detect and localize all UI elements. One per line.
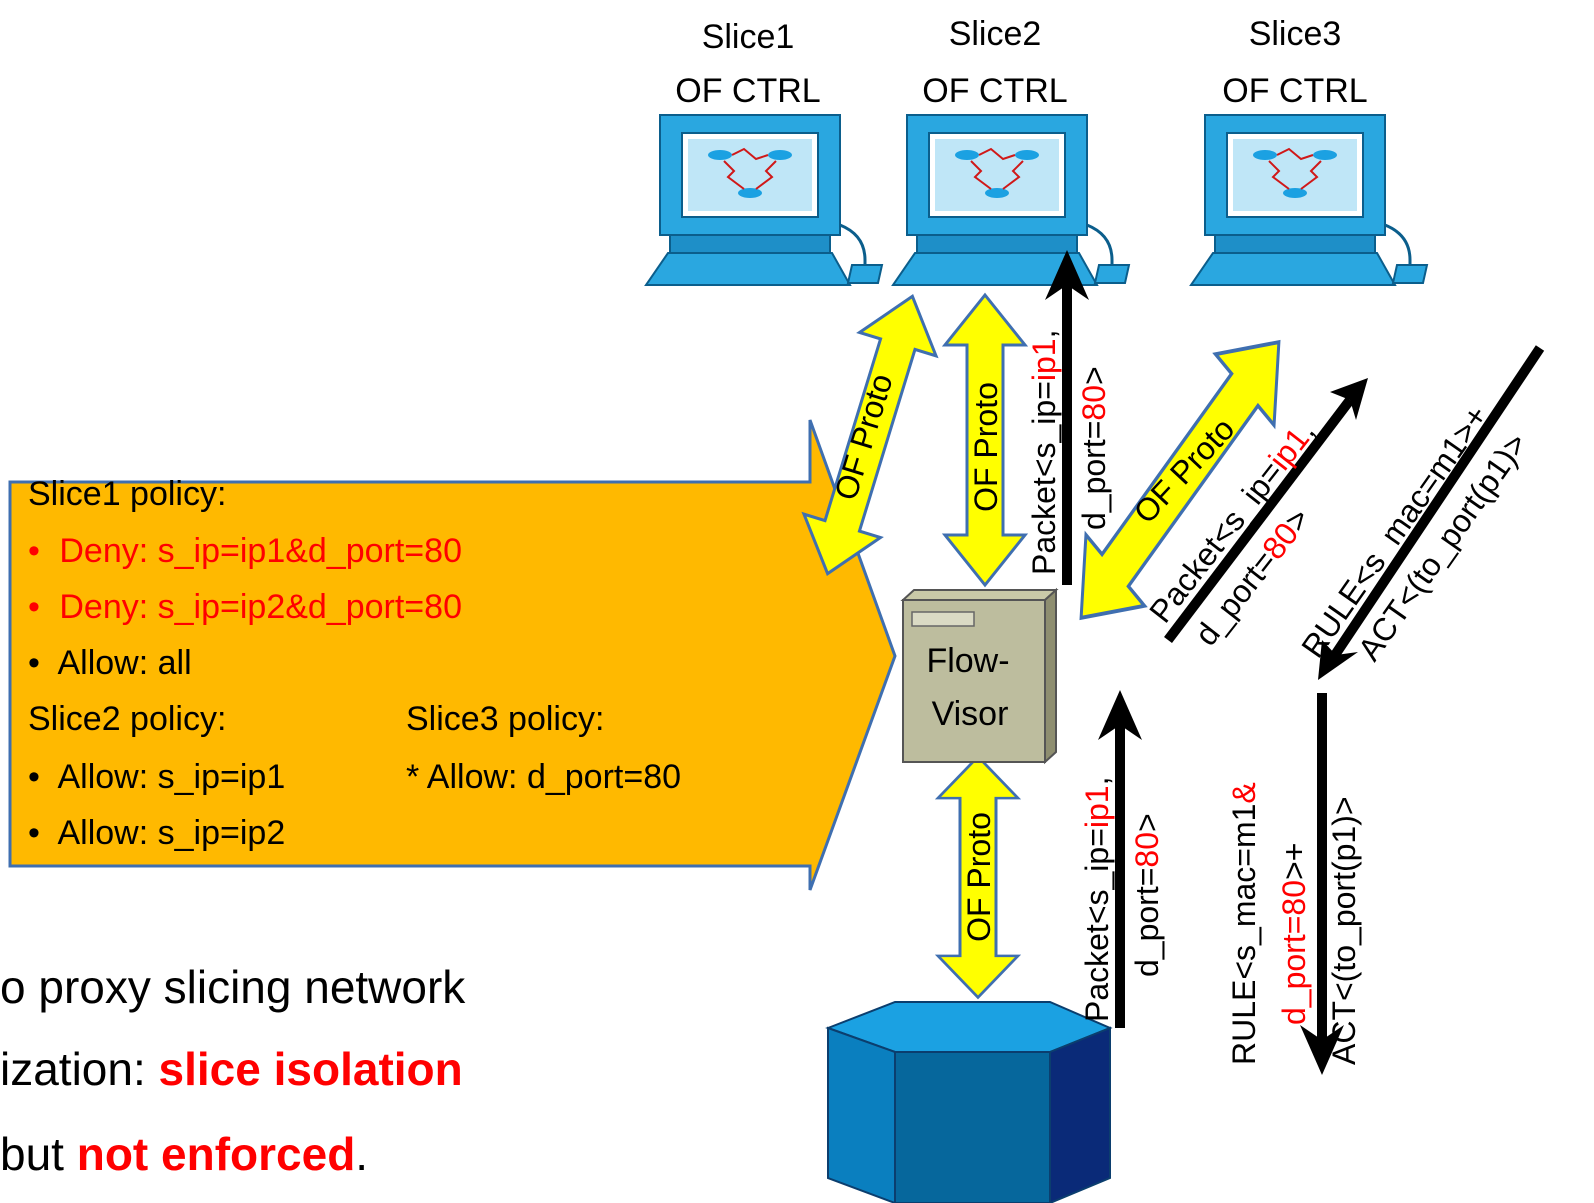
packet-arrow-to-slice3	[1164, 378, 1368, 644]
svg-text:• Deny: s_ip=ip2&d_port=: • Deny: s_ip=ip2&d_port=80	[28, 588, 462, 626]
svg-text:• Deny: s_ip=ip1&d_port=: • Deny: s_ip=ip1&d_port=80	[28, 532, 462, 570]
of-proto-label: OF Proto	[961, 812, 997, 942]
svg-text:d_port=80>: d_port=80>	[1076, 366, 1112, 530]
flowvisor-label-line1: Flow-	[926, 642, 1009, 680]
slice2-role-label: OF CTRL	[922, 72, 1067, 110]
slice2-policy-item: Allow: s_ip=ip1	[57, 758, 285, 796]
slice3-policy-item: * Allow: d_port=80	[406, 758, 681, 796]
bottom-caption: o proxy slicing network ization: slice i…	[0, 961, 466, 1180]
slice1-role-label: OF CTRL	[675, 72, 820, 110]
svg-text:ACT<(to_port(p1)>: ACT<(to_port(p1)>	[1326, 796, 1362, 1065]
packet-label-switch: Packet<s_ip=ip1, d_port=80>	[1079, 777, 1165, 1023]
flowvisor-label-line2: Visor	[932, 695, 1009, 733]
slice3-role-label: OF CTRL	[1222, 72, 1367, 110]
svg-text:d_port=80>: d_port=80>	[1129, 813, 1165, 977]
slice3-policy-title: Slice3 policy:	[406, 700, 604, 738]
of-proto-arrow-slice2: OF Proto	[943, 293, 1027, 587]
rule-arrow-from-slice3	[1318, 345, 1545, 680]
slice3-label: Slice3	[1249, 15, 1342, 53]
packet-arrow-to-slice2	[1045, 250, 1089, 585]
svg-text:Packet<s_ip=ip1,: Packet<s_ip=ip1,	[1079, 777, 1115, 1023]
slice1-policy-item: Allow: all	[57, 644, 191, 682]
svg-text:Packet<s_ip=ip1,: Packet<s_ip=ip1,	[1026, 330, 1062, 576]
rule-arrow-to-switch	[1300, 693, 1344, 1075]
packet-label-slice2: Packet<s_ip=ip1, d_port=80>	[1026, 330, 1112, 576]
slice1-policy-item: Deny: s_ip=ip1&d_port=80	[59, 532, 462, 570]
svg-text:d_port=80>+: d_port=80>+	[1276, 843, 1312, 1025]
slice1-policy-item: Deny: s_ip=ip2&d_port=80	[59, 588, 462, 626]
switch-icon	[825, 1001, 1113, 1203]
bullet: •	[28, 532, 40, 570]
bullet: •	[28, 758, 40, 796]
packet-arrow-from-switch	[1098, 690, 1142, 1028]
flowvisor-server: Flow- Visor	[900, 587, 1059, 765]
svg-text:RULE<s_mac=m1&: RULE<s_mac=m1&	[1226, 782, 1262, 1065]
slice1-label: Slice1	[702, 18, 795, 56]
svg-text:• Allow: s_ip=ip2: • Allow: s_ip=ip2	[28, 814, 285, 852]
svg-text:• Allow: s_ip=ip1: • Allow: s_ip=ip1	[28, 758, 285, 796]
svg-text:• Allow: all: • Allow: all	[28, 644, 192, 682]
caption-line1: o proxy slicing network	[0, 961, 466, 1013]
of-proto-arrow-switch: OF Proto	[936, 755, 1020, 999]
monitor-icon	[1189, 113, 1429, 287]
slice2-policy-title: Slice2 policy:	[28, 700, 226, 738]
bullet: •	[28, 814, 40, 852]
of-proto-label: OF Proto	[968, 382, 1004, 512]
slice2-policy-item: Allow: s_ip=ip2	[57, 814, 285, 852]
slice1-controller: Slice1 OF CTRL	[644, 18, 884, 287]
bullet: •	[28, 644, 40, 682]
caption-line2: ization: slice isolation	[0, 1043, 463, 1095]
bullet: •	[28, 588, 40, 626]
policy-callout: Slice1 policy: • Deny: s_ip=ip1&d_port=8…	[8, 419, 897, 891]
slice2-controller: Slice2 OF CTRL	[891, 15, 1131, 287]
caption-line3: but not enforced.	[0, 1128, 368, 1180]
monitor-icon	[644, 113, 884, 287]
slice2-label: Slice2	[949, 15, 1042, 53]
slice3-controller: Slice3 OF CTRL	[1189, 15, 1429, 287]
slice1-policy-title: Slice1 policy:	[28, 475, 226, 513]
rule-label-switch: RULE<s_mac=m1& d_port=80>+ ACT<(to_port(…	[1226, 782, 1362, 1065]
monitor-icon	[891, 113, 1131, 287]
